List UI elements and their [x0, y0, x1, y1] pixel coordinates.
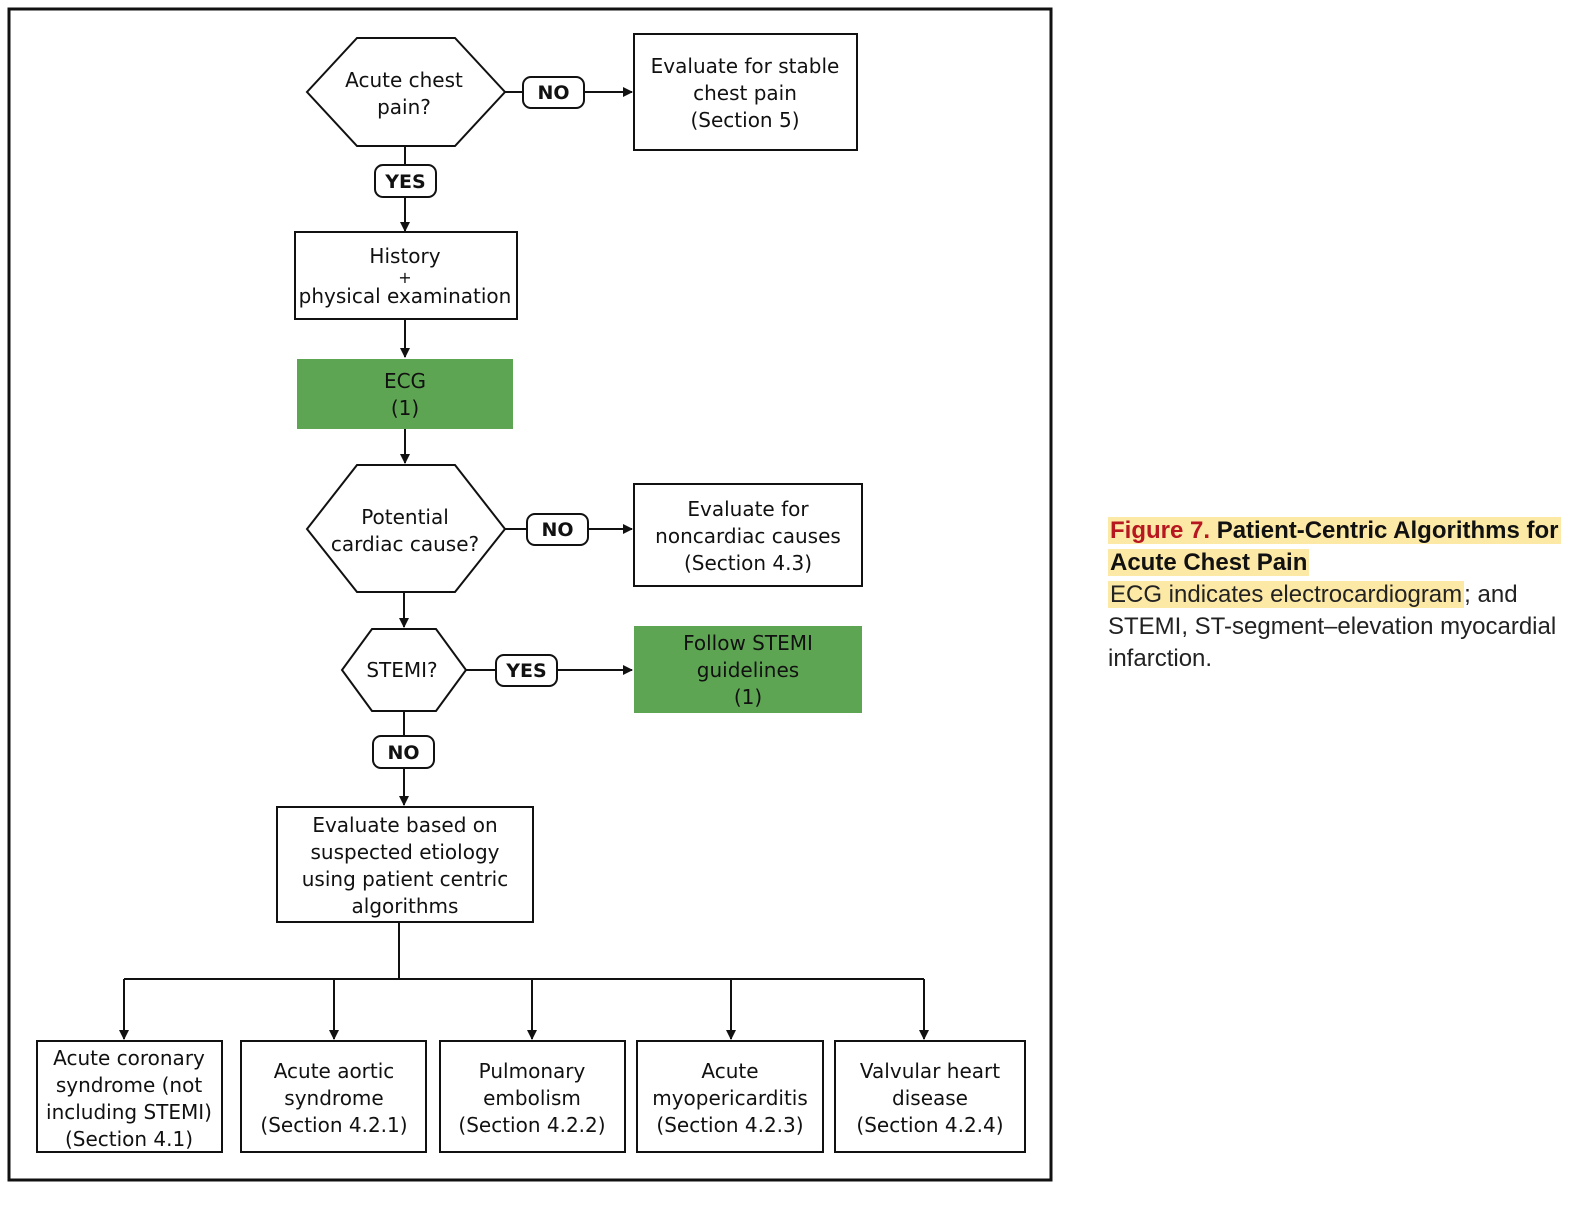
valvular-box	[834, 1040, 1026, 1153]
cardiac-cause-text-line: cardiac cause?	[331, 532, 479, 556]
aortic-text-line: Acute aortic	[274, 1059, 395, 1083]
no-pill-2	[526, 513, 589, 546]
history-text-line: History	[369, 244, 440, 268]
stable-chest-pain-box	[633, 33, 858, 151]
history-text-line: +	[398, 268, 411, 287]
caption-title-highlight: Figure 7. Patient-Centric Algorithms for…	[1108, 517, 1561, 576]
pe-text-line: (Section 4.2.2)	[458, 1113, 605, 1137]
acs-text-line: including STEMI)	[46, 1100, 212, 1124]
yes-label-1: YES	[384, 171, 425, 193]
ecg-text-line: ECG	[384, 369, 426, 393]
ecg-text-line: (1)	[391, 396, 419, 420]
acute-chest-pain-text-line: pain?	[377, 95, 431, 119]
pe-box	[439, 1040, 626, 1153]
stemi-decision	[340, 628, 468, 712]
aortic-text-line: syndrome	[284, 1086, 383, 1110]
aortic-box	[240, 1040, 427, 1153]
figure-title: Patient-Centric Algorithms for Acute Che…	[1110, 517, 1559, 576]
pe-text-line: Pulmonary	[479, 1059, 586, 1083]
caption-rest-text: ; and STEMI, ST-segment–elevation myocar…	[1108, 581, 1557, 672]
no-label-3: NO	[387, 742, 419, 764]
myopericarditis-text-line: Acute	[701, 1059, 758, 1083]
valvular-text-line: Valvular heart	[860, 1059, 1000, 1083]
figure-frame	[7, 7, 1053, 1182]
etiology-eval-text-line: algorithms	[352, 894, 459, 918]
stable-eval-text-line: (Section 5)	[691, 108, 800, 132]
no-label-1: NO	[537, 82, 569, 104]
noncardiac-eval-text-line: noncardiac causes	[655, 524, 841, 548]
stable-eval-text-line: chest pain	[693, 81, 797, 105]
etiology-eval-text-line: Evaluate based on	[312, 813, 497, 837]
flowchart: NO YES NO YES NO Acute chest pain? Evaluat…	[7, 7, 1053, 1182]
pe-text-line: embolism	[483, 1086, 581, 1110]
connectors	[119, 87, 929, 1040]
etiology-box	[276, 806, 534, 923]
acs-text-line: Acute coronary	[53, 1046, 205, 1070]
ecg-box	[297, 359, 513, 429]
valvular-text-line: disease	[892, 1086, 968, 1110]
stemi-guidelines-text-line: Follow STEMI	[683, 631, 813, 655]
stable-eval-text-line: Evaluate for stable	[651, 54, 840, 78]
aortic-text-line: (Section 4.2.1)	[260, 1113, 407, 1137]
noncardiac-box	[633, 483, 863, 587]
stemi-guidelines-text-line: guidelines	[697, 658, 799, 682]
valvular-text-line: (Section 4.2.4)	[856, 1113, 1003, 1137]
myopericarditis-text-line: myopericarditis	[652, 1086, 808, 1110]
stemi-guidelines-text-line: (1)	[734, 685, 762, 709]
acs-box	[36, 1040, 223, 1153]
stemi-guidelines-box	[634, 626, 862, 713]
history-text-line: physical examination	[299, 284, 512, 308]
acs-text-line: (Section 4.1)	[65, 1127, 193, 1151]
history-exam-box	[294, 231, 518, 320]
acute-chest-pain-text-line: Acute chest	[345, 68, 463, 92]
acs-text-line: syndrome (not	[56, 1073, 203, 1097]
noncardiac-eval-text-line: (Section 4.3)	[684, 551, 812, 575]
yes-pill-1	[374, 164, 437, 198]
node-texts: Acute chest pain? Evaluate for stable chest…	[46, 54, 1004, 1151]
no-label-2: NO	[541, 519, 573, 541]
no-pill-1	[522, 76, 585, 109]
figure-number: Figure 7.	[1110, 517, 1211, 544]
myopericarditis-text-line: (Section 4.2.3)	[656, 1113, 803, 1137]
etiology-eval-text-line: suspected etiology	[311, 840, 500, 864]
stemi-text-line: STEMI?	[366, 658, 437, 682]
etiology-eval-text-line: using patient centric	[302, 867, 509, 891]
yes-pill-2	[495, 654, 558, 687]
acute-chest-pain-decision	[305, 37, 507, 147]
myopericarditis-box	[636, 1040, 824, 1153]
caption-highlighted-text: ECG indicates electrocardiogram	[1108, 581, 1465, 608]
figure-caption: Figure 7. Patient-Centric Algorithms for…	[1108, 515, 1568, 675]
yes-label-2: YES	[505, 660, 546, 682]
cardiac-cause-decision	[305, 464, 507, 593]
no-pill-3	[372, 735, 435, 769]
cardiac-cause-text-line: Potential	[361, 505, 449, 529]
noncardiac-eval-text-line: Evaluate for	[687, 497, 809, 521]
